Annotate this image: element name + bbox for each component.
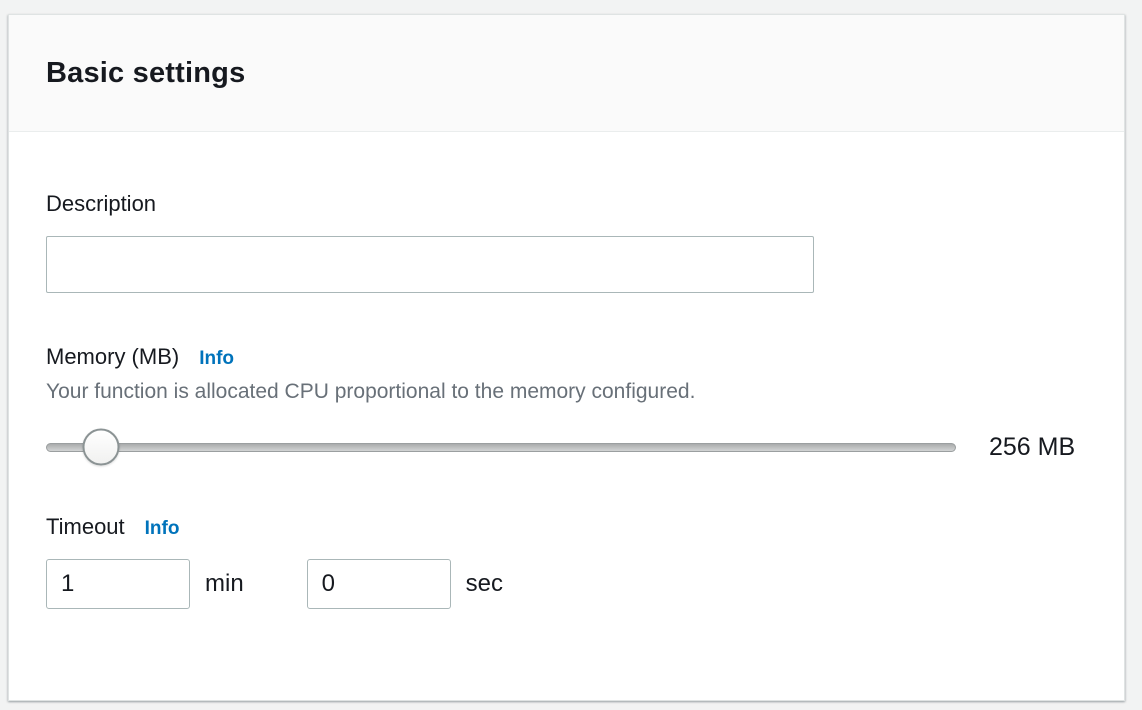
timeout-field: Timeout Info min sec bbox=[46, 513, 1087, 609]
basic-settings-panel: Basic settings Description Memory (MB) I… bbox=[8, 14, 1125, 701]
timeout-minutes-unit-label: min bbox=[205, 570, 244, 597]
timeout-seconds-unit-label: sec bbox=[465, 570, 504, 597]
description-field: Description bbox=[46, 190, 1087, 293]
panel-header: Basic settings bbox=[9, 15, 1124, 132]
timeout-info-link[interactable]: Info bbox=[144, 518, 180, 539]
description-input[interactable] bbox=[46, 236, 814, 293]
memory-field: Memory (MB) Info Your function is alloca… bbox=[46, 343, 1087, 467]
timeout-label-row: Timeout Info bbox=[46, 513, 1087, 541]
panel-body: Description Memory (MB) Info Your functi… bbox=[9, 132, 1124, 609]
panel-title: Basic settings bbox=[46, 56, 246, 89]
memory-info-link[interactable]: Info bbox=[199, 348, 235, 369]
memory-label-row: Memory (MB) Info bbox=[46, 343, 1087, 371]
timeout-seconds-input[interactable] bbox=[306, 559, 451, 609]
memory-slider-thumb[interactable] bbox=[82, 428, 120, 466]
description-label: Description bbox=[46, 191, 157, 216]
memory-helper-text: Your function is allocated CPU proportio… bbox=[46, 380, 696, 403]
timeout-label: Timeout bbox=[46, 514, 125, 539]
memory-slider-row: 256 MB bbox=[46, 427, 1087, 467]
timeout-minutes-input[interactable] bbox=[46, 559, 190, 609]
timeout-inputs-row: min sec bbox=[46, 559, 1087, 609]
memory-value-label: 256 MB bbox=[989, 432, 1076, 461]
memory-label: Memory (MB) bbox=[46, 344, 180, 369]
memory-slider[interactable] bbox=[46, 428, 956, 466]
